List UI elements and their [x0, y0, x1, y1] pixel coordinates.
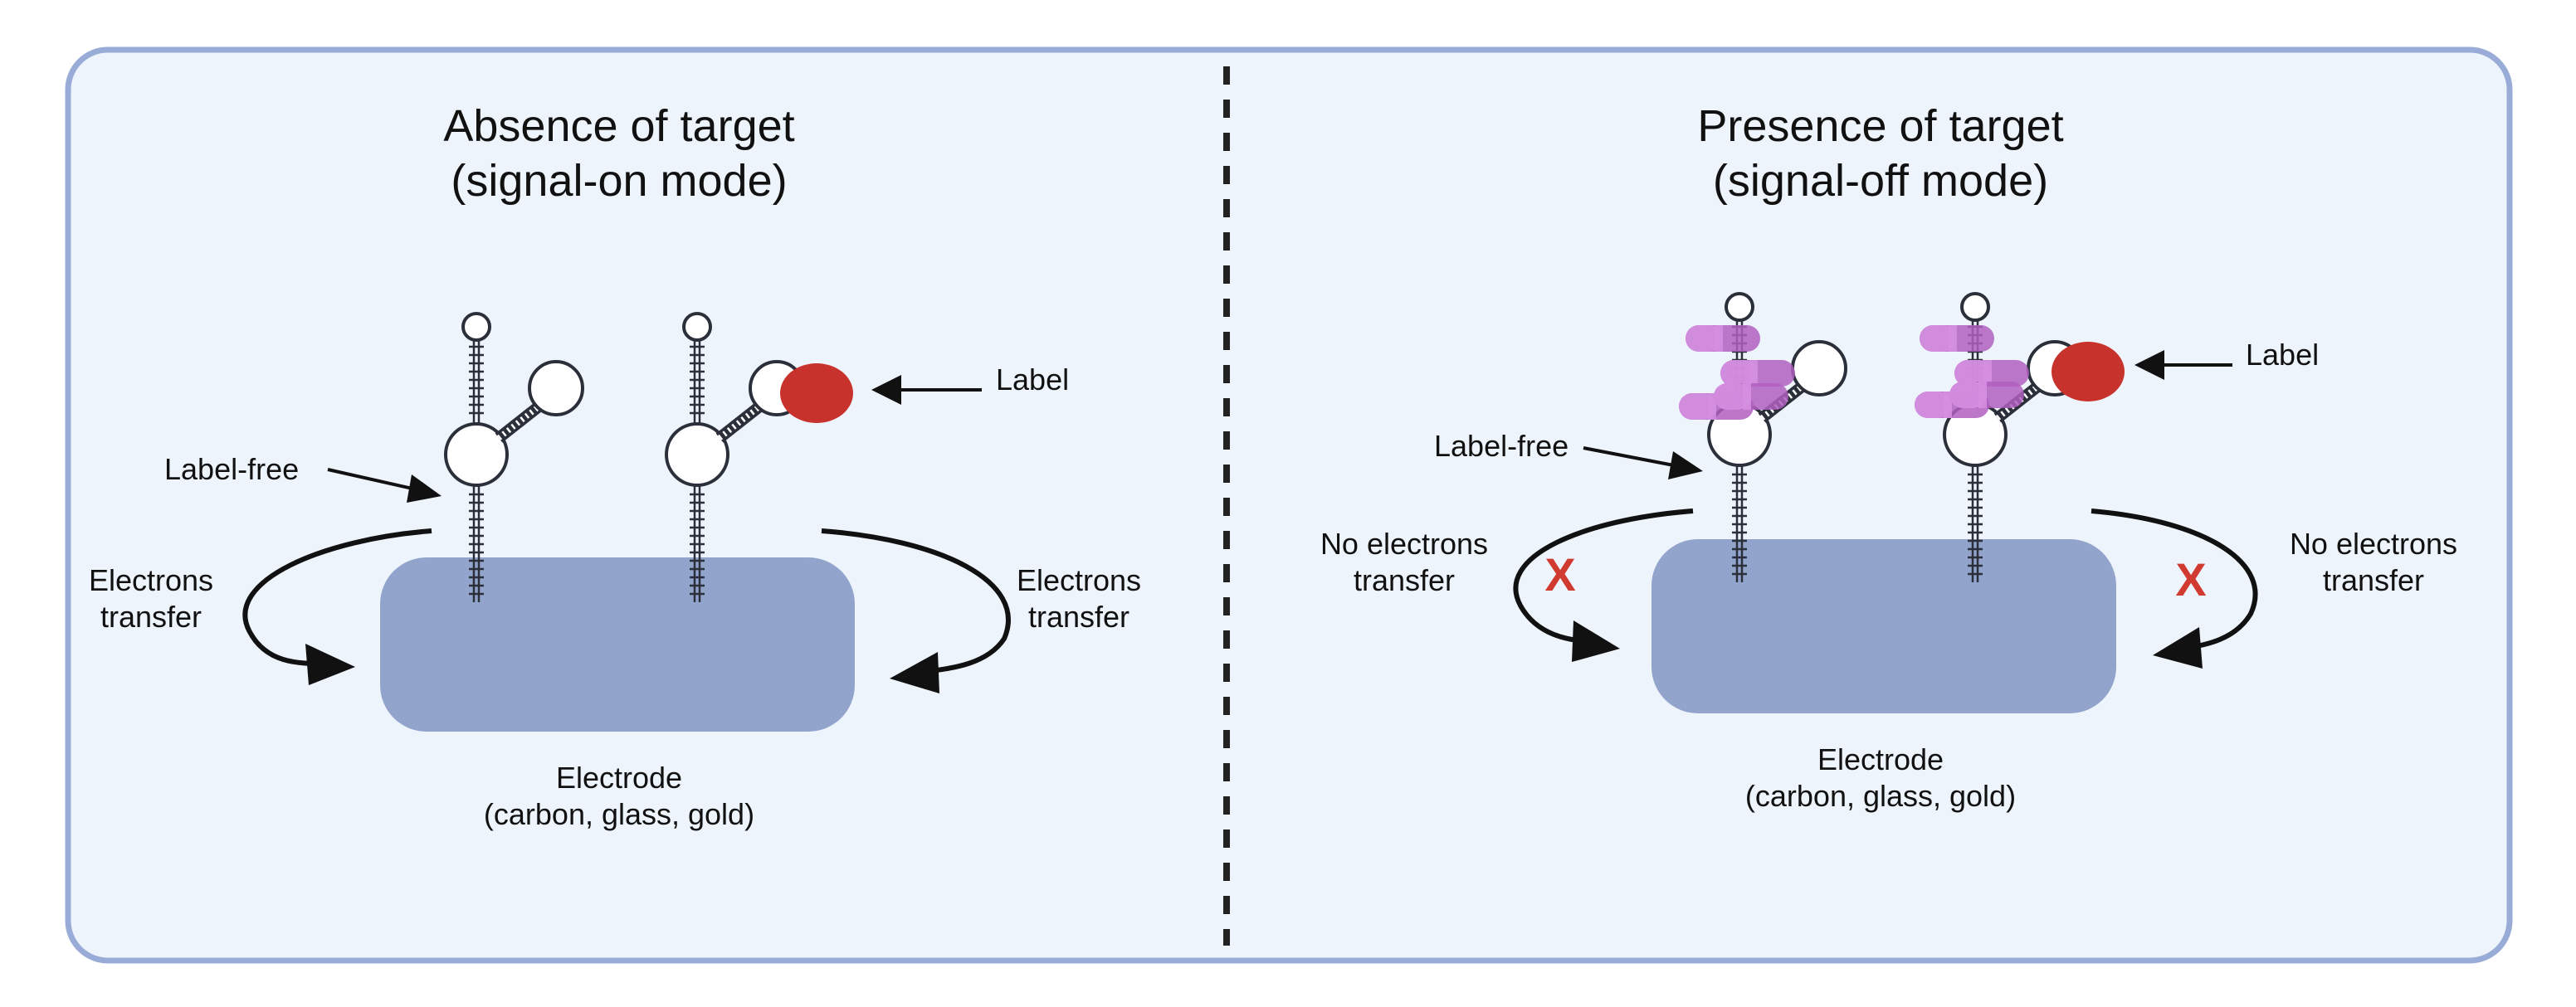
right-electrode-line1: Electrode [1817, 742, 1944, 776]
right-label-free-text: Label-free [1434, 429, 1569, 463]
left-electrons-left-line1: Electrons [89, 563, 213, 597]
right-title-line1: Presence of target [1697, 101, 2063, 151]
right-electron-arrowhead-left-icon [1572, 620, 1620, 662]
left-electron-arrow-left-icon [242, 528, 432, 666]
target-capsule-icon [1714, 383, 1788, 410]
left-label-dot-icon [780, 363, 853, 423]
right-electrode-line2: (carbon, glass, gold) [1745, 779, 2016, 813]
left-electrode-line2: (carbon, glass, gold) [484, 797, 754, 831]
right-electron-arrow-right-icon [2091, 508, 2258, 651]
right-no-electrons-right-line2: transfer [2323, 563, 2424, 597]
target-capsule-icon [1720, 360, 1795, 387]
left-electron-arrow-right-icon [821, 528, 1011, 674]
right-label-free-arrow-icon [1583, 446, 1679, 468]
right-electron-arrowhead-right-icon [2153, 627, 2203, 669]
right-label-free-arrowhead-icon [1668, 451, 1703, 479]
right-label-text: Label [2246, 338, 2319, 372]
left-electron-arrowhead-right-icon [890, 652, 939, 693]
left-electrons-right-line1: Electrons [1017, 563, 1141, 597]
right-electrode [1651, 539, 2116, 713]
left-electrode-line1: Electrode [556, 761, 682, 795]
target-capsule-icon [1949, 382, 2024, 408]
right-title-line2: (signal-off mode) [1713, 156, 2048, 206]
left-label-arrowhead-icon [871, 375, 901, 405]
panel-frame [65, 46, 2513, 964]
left-label-text: Label [996, 362, 1069, 396]
left-electron-arrowhead-left-icon [305, 644, 355, 685]
right-no-electrons-right-line1: No electrons [2290, 527, 2457, 561]
left-electrons-right-line2: transfer [1028, 600, 1129, 634]
left-electrode [380, 557, 855, 732]
target-capsule-icon [1920, 325, 1994, 352]
right-no-electrons-left-line1: No electrons [1320, 527, 1488, 561]
left-label-free-arrowhead-icon [407, 474, 442, 503]
left-electrons-left-line2: transfer [100, 600, 202, 634]
target-capsule-icon [1686, 325, 1760, 352]
right-no-electrons-left-line2: transfer [1354, 563, 1455, 597]
left-label-free-text: Label-free [164, 452, 299, 486]
right-label-arrowhead-icon [2134, 350, 2164, 380]
right-blocked-mark-right: X [2175, 553, 2206, 606]
right-electron-arrow-left-icon [1513, 508, 1694, 645]
right-label-dot-icon [2052, 342, 2125, 401]
left-title-line2: (signal-on mode) [451, 156, 787, 206]
right-blocked-mark-left: X [1544, 548, 1575, 601]
left-title-line1: Absence of target [443, 101, 794, 151]
